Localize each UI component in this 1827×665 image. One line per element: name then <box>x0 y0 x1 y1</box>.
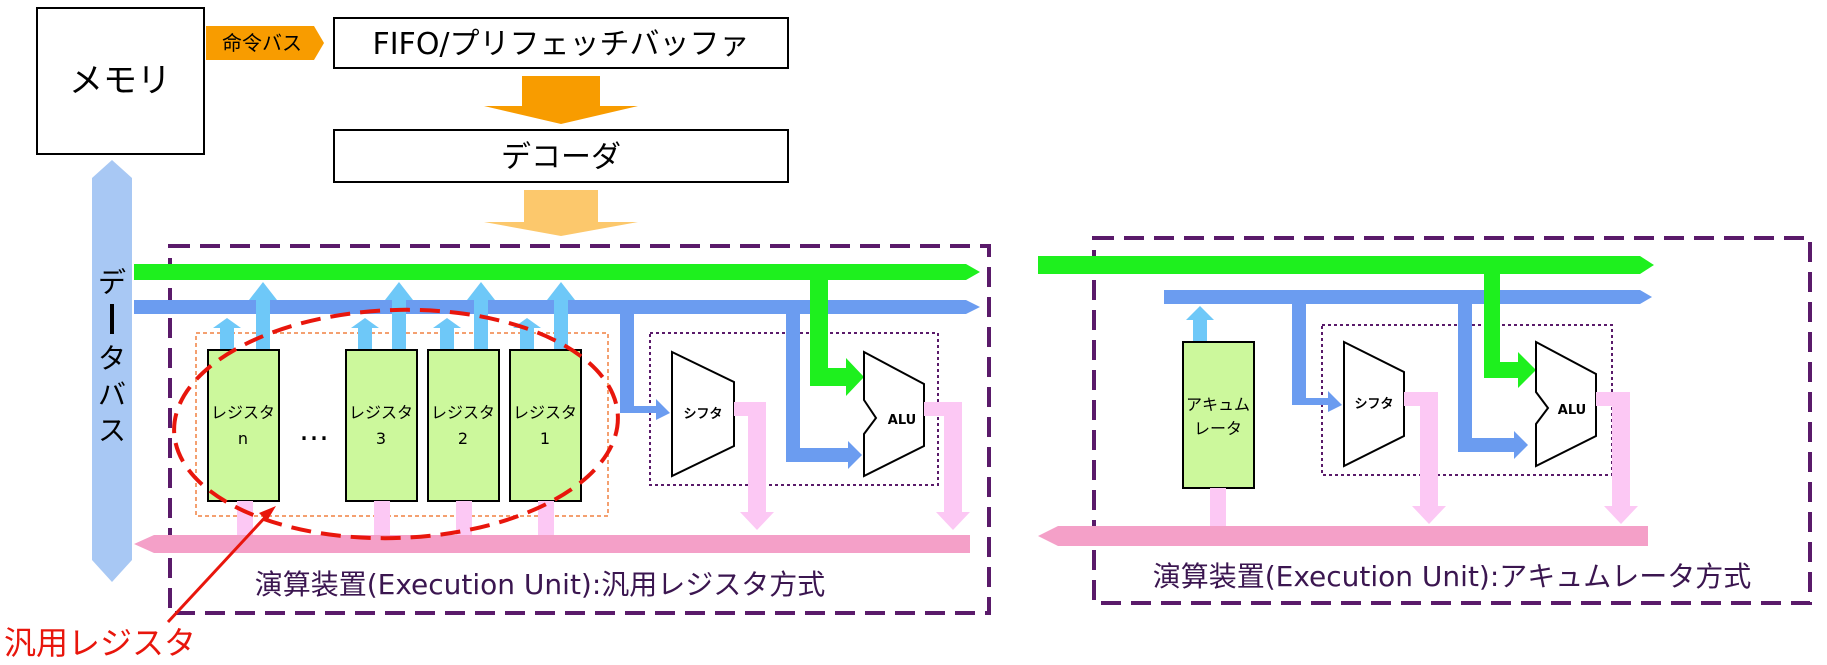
register-ellipsis: … <box>299 413 329 448</box>
accumulator-label-1: アキュム <box>1186 395 1250 414</box>
left-shifter-output <box>734 402 774 530</box>
left-unit-caption: 演算装置(Execution Unit):汎用レジスタ方式 <box>255 568 826 601</box>
data-bus-char-1: デ <box>98 266 126 299</box>
register-2-label-2: 2 <box>458 429 468 448</box>
right-pink-bus <box>1038 526 1648 546</box>
accumulator-label-2: レータ <box>1194 419 1242 438</box>
accumulator-down-stub <box>1210 488 1226 526</box>
register-n-label-2: n <box>238 429 248 448</box>
fifo-label: FIFO/プリフェッチバッファ <box>372 27 749 62</box>
right-shifter-label: シフタ <box>1354 397 1393 412</box>
left-blue-to-shifter <box>620 314 670 420</box>
register-3-label-1: レジスタ <box>349 403 413 422</box>
fifo-block: FIFO/プリフェッチバッファ <box>333 17 789 69</box>
right-blue-to-alu <box>1458 304 1528 459</box>
data-bus-char-4: バ <box>98 378 126 411</box>
left-green-to-alu <box>810 280 864 396</box>
register-1-label-1: レジスタ <box>513 403 577 422</box>
left-unit-border <box>168 244 991 615</box>
right-blue-to-shifter <box>1292 304 1342 412</box>
right-alu-output <box>1596 392 1638 524</box>
right-shifter: シフタ <box>1343 340 1405 468</box>
register-n: レジスタ n <box>207 349 280 502</box>
data-bus-char-3: タ <box>98 342 126 375</box>
decoder-to-unit-arrow <box>484 190 638 236</box>
decoder-block: デコーダ <box>333 129 789 183</box>
register-2: レジスタ 2 <box>427 349 500 502</box>
accumulator-up-arrow <box>1186 306 1214 342</box>
register-n-label-1: レジスタ <box>211 403 275 422</box>
left-pink-bus <box>134 535 970 553</box>
register-callout: 汎用レジスタ <box>4 506 276 662</box>
left-blue-to-alu <box>786 314 862 469</box>
right-alu: ALU <box>1535 340 1597 468</box>
register-up-arrows <box>213 282 575 350</box>
left-shifter-label: シフタ <box>683 407 722 422</box>
register-3: レジスタ 3 <box>345 349 418 502</box>
register-1: レジスタ 1 <box>509 349 582 502</box>
data-bus-char-5: ス <box>98 414 126 447</box>
right-shifter-output <box>1404 392 1446 524</box>
fifo-to-decoder-arrow <box>484 76 638 124</box>
memory-label: メモリ <box>69 61 171 101</box>
instruction-bus-tag: 命令バス <box>206 26 324 60</box>
left-alu-label: ALU <box>888 413 916 428</box>
register-2-label-1: レジスタ <box>431 403 495 422</box>
register-callout-label: 汎用レジスタ <box>4 624 196 662</box>
data-bus-char-2 <box>110 304 114 334</box>
left-alu: ALU <box>863 350 925 478</box>
register-1-label-2: 1 <box>540 429 550 448</box>
memory-block: メモリ <box>36 7 205 155</box>
data-bus: デ タ バ ス <box>92 160 132 582</box>
right-execution-unit: アキュム レータ シフタ ALU 演算装置(Execution Unit):アキ… <box>1038 236 1812 605</box>
right-green-to-alu <box>1484 274 1536 388</box>
instruction-bus-label: 命令バス <box>222 31 302 55</box>
right-blue-bus <box>1164 290 1652 304</box>
left-shifter: シフタ <box>671 350 735 478</box>
left-alu-output <box>924 402 970 530</box>
right-alu-label: ALU <box>1558 403 1586 418</box>
right-green-bus <box>1038 256 1654 274</box>
register-3-label-2: 3 <box>376 429 386 448</box>
register-highlight-ellipse <box>172 307 620 541</box>
left-execution-unit: レジスタ n … レジスタ 3 レジスタ 2 レジスタ 1 <box>134 244 991 615</box>
accumulator: アキュム レータ <box>1182 341 1255 489</box>
decoder-label: デコーダ <box>501 140 621 175</box>
left-green-bus <box>134 264 980 280</box>
right-unit-caption: 演算装置(Execution Unit):アキュムレータ方式 <box>1153 560 1752 593</box>
